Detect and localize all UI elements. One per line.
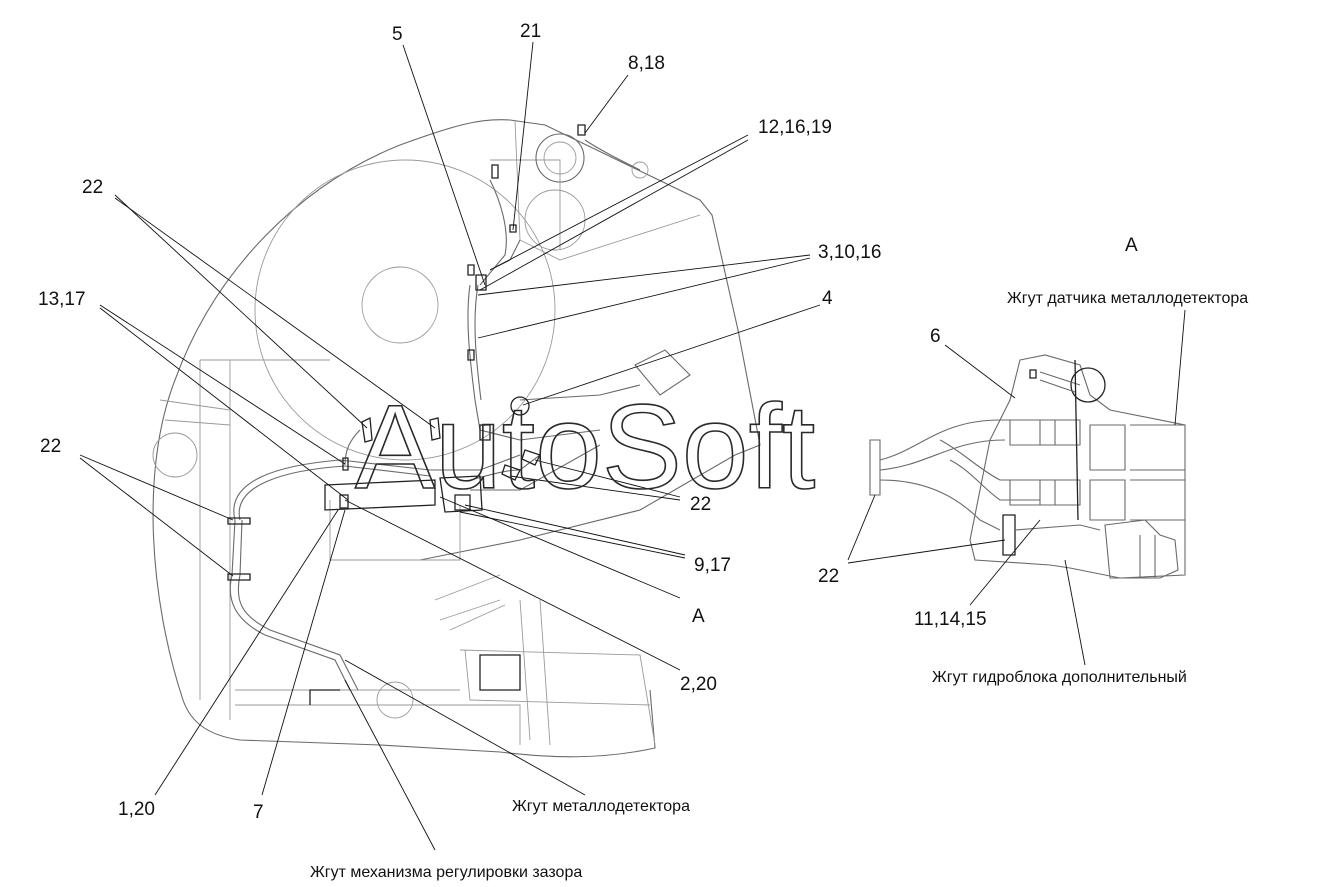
caption-detector-harness: Жгут металлодетектора	[512, 798, 690, 815]
callout-12-16-19: 12,16,19	[758, 117, 832, 138]
callout-21: 21	[520, 21, 541, 42]
callout-9-17: 9,17	[694, 555, 731, 576]
callout-5: 5	[392, 24, 403, 45]
callout-13-17: 13,17	[38, 289, 86, 310]
main-housing	[152, 119, 761, 758]
callout-2-20: 2,20	[680, 674, 717, 695]
callout-6: 6	[930, 326, 941, 347]
callout-4: 4	[822, 288, 833, 309]
view-a-title: A	[1125, 235, 1138, 256]
caption-hydro-harness: Жгут гидроблока дополнительный	[932, 669, 1187, 686]
callout-3-10-16: 3,10,16	[818, 242, 881, 263]
callout-22-top: 22	[82, 177, 103, 198]
callout-a: A	[692, 606, 705, 627]
callout-8-18: 8,18	[628, 53, 665, 74]
leader-lines	[79, 41, 1186, 851]
caption-gap-harness: Жгут механизма регулировки зазора	[310, 864, 582, 881]
callout-1-20: 1,20	[118, 799, 155, 820]
view-a-assembly	[869, 354, 1186, 579]
callout-22-mid: 22	[690, 494, 711, 515]
harness-captions: Жгут датчика металлодетектора Жгут гидро…	[310, 290, 1248, 881]
callout-7: 7	[253, 802, 264, 823]
left-harness-wiring	[227, 124, 641, 691]
callout-22-left: 22	[40, 436, 61, 457]
callout-11-14-15: 11,14,15	[914, 609, 987, 630]
caption-sensor-harness: Жгут датчика металлодетектора	[1007, 290, 1248, 307]
watermark-text: AutoSoft	[355, 380, 815, 514]
callout-labels: 5 21 8,18 12,16,19 22 3,10,16 13,17 4 22…	[38, 21, 1138, 823]
callout-22-right: 22	[818, 566, 839, 587]
